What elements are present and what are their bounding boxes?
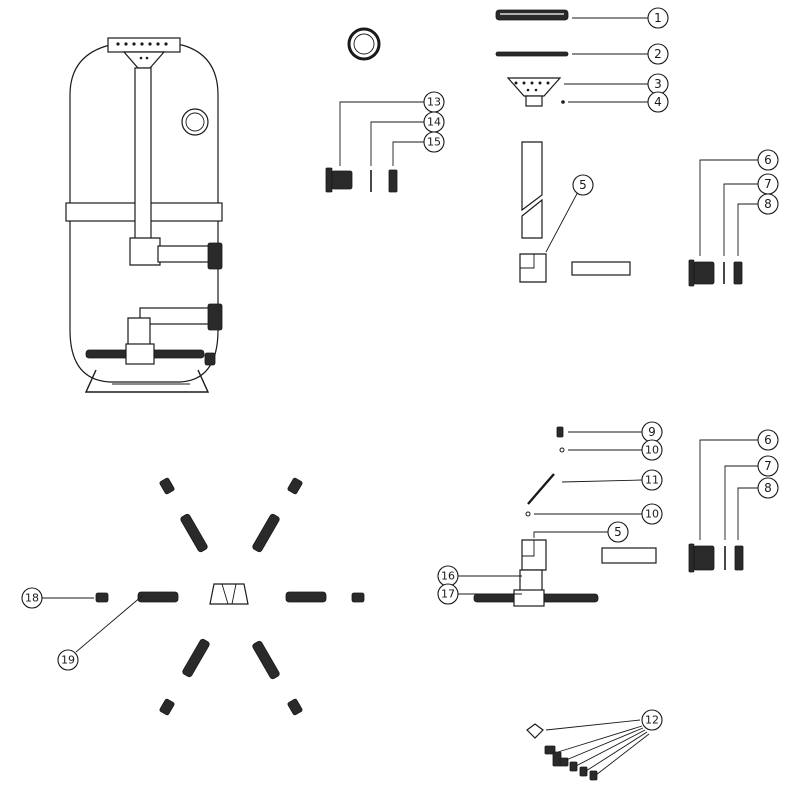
callout-8-upper-label: 8 xyxy=(764,197,772,211)
elbow-part xyxy=(519,253,547,283)
part-13-bulkhead xyxy=(325,167,353,193)
callout-14-label: 14 xyxy=(427,116,441,129)
part-6-bulkhead-top xyxy=(688,259,715,287)
callout-5-upper: 5 xyxy=(572,174,594,196)
vertical-pipe-part xyxy=(521,141,543,239)
callout-17-label: 17 xyxy=(441,588,455,601)
leader-lines xyxy=(42,17,758,776)
part-9-plug xyxy=(556,426,564,438)
callout-1-label: 1 xyxy=(654,11,662,25)
callout-5-lower-label: 5 xyxy=(614,525,622,539)
hub-and-laterals xyxy=(95,477,365,716)
callout-9: 9 xyxy=(641,421,663,443)
part-4-screw xyxy=(561,100,565,104)
callout-18: 18 xyxy=(21,587,43,609)
callout-8-upper: 8 xyxy=(757,193,779,215)
callout-15: 15 xyxy=(423,131,445,153)
callout-5-upper-label: 5 xyxy=(579,178,587,192)
callout-1: 1 xyxy=(647,7,669,29)
callout-13-label: 13 xyxy=(427,96,441,109)
callout-10-lower: 10 xyxy=(641,503,663,525)
part-3-diffuser xyxy=(506,77,562,107)
part-10-oring-b xyxy=(525,511,531,517)
callout-16-label: 16 xyxy=(441,570,455,583)
callout-5-lower: 5 xyxy=(607,521,629,543)
callout-7-lower: 7 xyxy=(757,455,779,477)
part-6-bulkhead-lower xyxy=(688,543,715,573)
callout-6-lower-label: 6 xyxy=(764,433,772,447)
callout-10-upper-label: 10 xyxy=(645,444,659,457)
lower-elbow-assembly xyxy=(473,539,599,607)
callout-8-lower-label: 8 xyxy=(764,481,772,495)
callout-7-upper-label: 7 xyxy=(764,177,772,191)
callout-2: 2 xyxy=(647,43,669,65)
callout-15-label: 15 xyxy=(427,136,441,149)
callout-12-label: 12 xyxy=(645,714,659,727)
callout-17: 17 xyxy=(437,583,459,605)
callout-12: 12 xyxy=(641,709,663,731)
callout-8-lower: 8 xyxy=(757,477,779,499)
callout-10-lower-label: 10 xyxy=(645,508,659,521)
part-8-nut-top xyxy=(733,261,743,285)
callout-4-label: 4 xyxy=(654,95,662,109)
callout-2-label: 2 xyxy=(654,47,662,61)
part-11-tube xyxy=(527,473,555,505)
part-12-hardware xyxy=(526,723,598,781)
part-15-nut xyxy=(388,169,398,193)
part-1-lid xyxy=(495,9,569,21)
callout-4: 4 xyxy=(647,91,669,113)
callout-11: 11 xyxy=(641,469,663,491)
o-ring xyxy=(347,27,381,61)
callout-19-label: 19 xyxy=(61,654,75,667)
callout-7-upper: 7 xyxy=(757,173,779,195)
callout-6-upper: 6 xyxy=(757,149,779,171)
callout-18-label: 18 xyxy=(25,592,39,605)
callout-11-label: 11 xyxy=(645,474,659,487)
part-10-oring-a xyxy=(559,447,565,453)
callout-7-lower-label: 7 xyxy=(764,459,772,473)
callout-3: 3 xyxy=(647,73,669,95)
callout-6-upper-label: 6 xyxy=(764,153,772,167)
filter-tank xyxy=(65,37,223,393)
callout-13: 13 xyxy=(423,91,445,113)
callout-3-label: 3 xyxy=(654,77,662,91)
callout-14: 14 xyxy=(423,111,445,133)
part-8-nut-lower xyxy=(734,545,744,571)
short-pipe-lower xyxy=(601,547,657,564)
callout-6-lower: 6 xyxy=(757,429,779,451)
callout-9-label: 9 xyxy=(648,425,656,439)
callout-10-upper: 10 xyxy=(641,439,663,461)
short-pipe-part xyxy=(571,261,631,276)
callout-16: 16 xyxy=(437,565,459,587)
part-2-gasket xyxy=(495,51,569,57)
callout-19: 19 xyxy=(57,649,79,671)
